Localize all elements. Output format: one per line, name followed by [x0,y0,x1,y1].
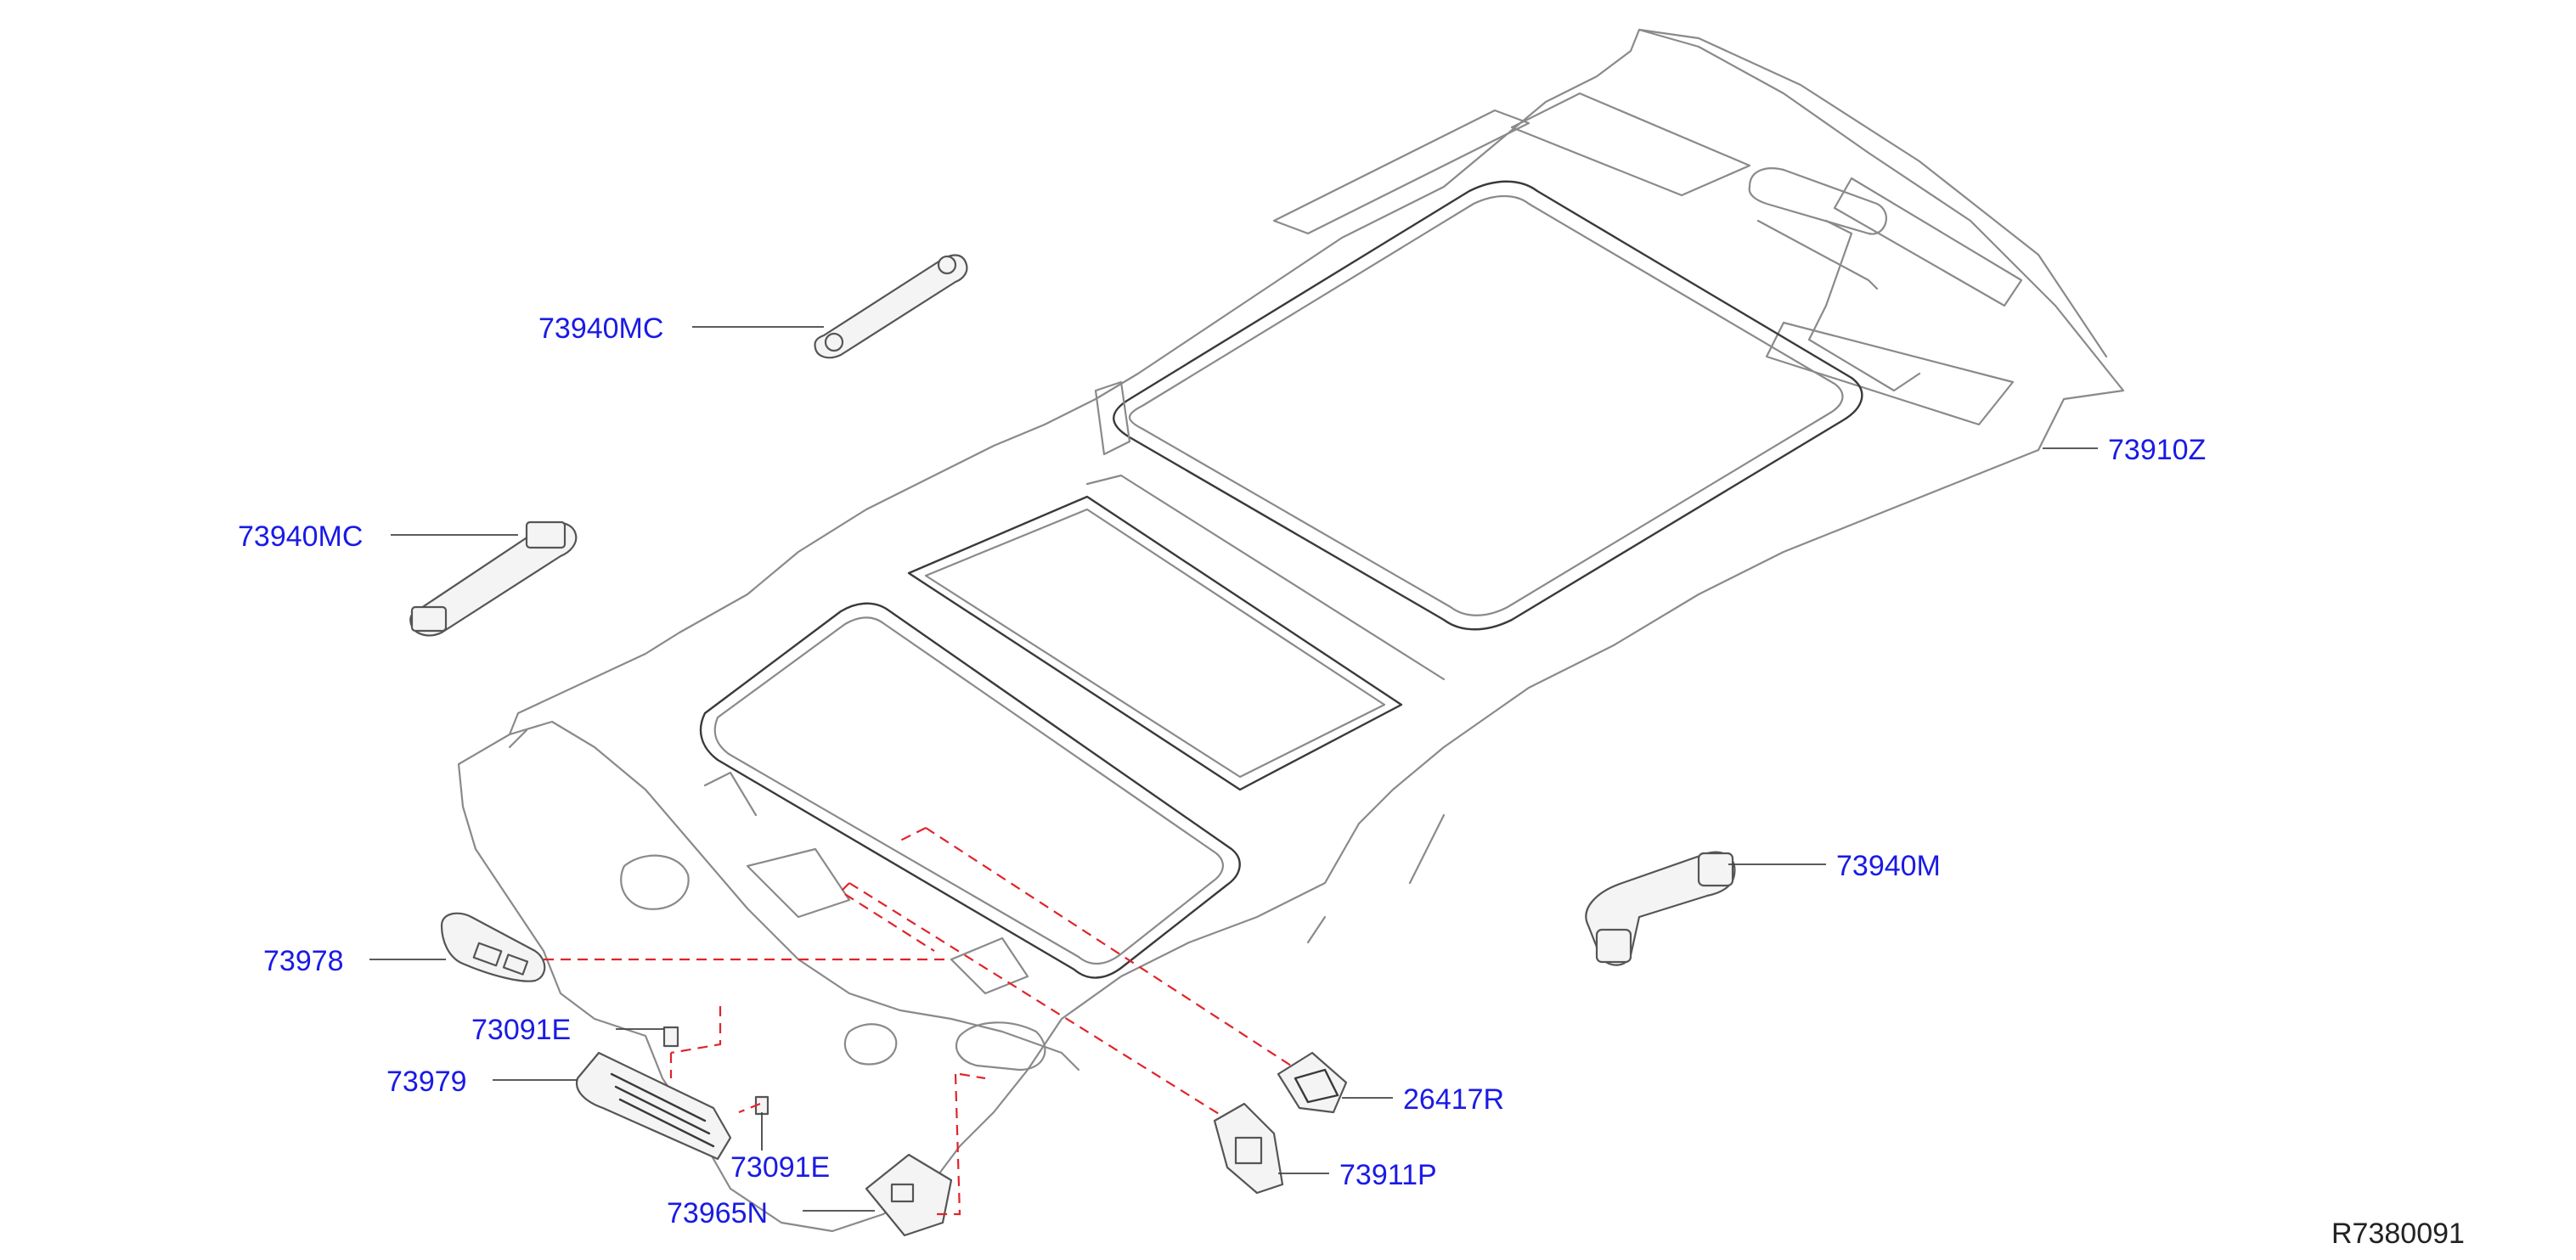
callout-73091e-upper: 73091E [471,1014,571,1046]
dashed-connection-lines [544,827,1292,1216]
callout-26417r: 26417R [1403,1083,1504,1116]
callout-73978: 73978 [263,945,344,977]
reference-code: R7380091 [2331,1218,2465,1250]
callout-73965n: 73965N [667,1197,768,1229]
callout-73940mc-left: 73940MC [238,520,363,553]
callout-73091e-lower: 73091E [730,1151,830,1184]
callout-73910z: 73910Z [2108,434,2206,466]
leader-lines [369,326,2098,1212]
bracket [865,1153,953,1237]
assist-grip-left [409,520,578,637]
rear-clip [1213,1102,1284,1195]
callout-73979: 73979 [386,1066,467,1098]
clip-upper [662,1026,679,1048]
callout-73940mc-upper: 73940MC [538,312,663,345]
headlining-panel [457,28,2125,1233]
map-lamp-lens [440,912,546,982]
callout-73940m: 73940M [1836,850,1941,882]
assist-grip-upper [814,254,968,359]
callout-73911p: 73911P [1339,1159,1437,1191]
lamp-housing [575,1051,732,1161]
assist-grip-right [1585,851,1736,966]
small-lamp [1277,1051,1348,1114]
